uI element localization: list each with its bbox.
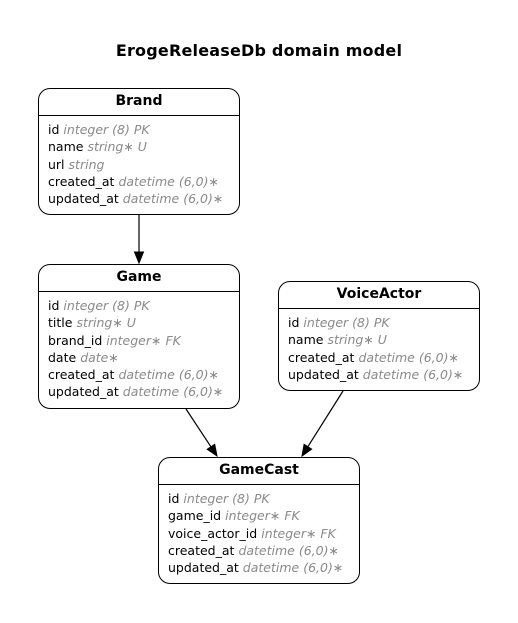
attribute-name: id [48,298,60,313]
attribute-name: id [288,315,300,330]
attribute-type: integer (8) PK [183,491,270,506]
attribute-name: id [48,122,60,137]
attribute-name: brand_id [48,332,103,348]
edge-voice-actor-to-game-cast [307,390,344,448]
attribute-name: updated_at [168,560,239,576]
attribute-type: datetime (6,0)∗ [122,384,224,400]
entity-name: GameCast [159,458,359,485]
attribute-type: integer (8) PK [63,298,150,313]
diagram-title: ErogeReleaseDb domain model [115,41,403,60]
edge-game-to-game-cast [185,408,212,448]
attribute-type: integer (8) PK [63,122,150,137]
attribute-name: created_at [168,542,235,558]
attribute-type: string∗ U [76,315,136,331]
attribute-name: created_at [48,367,115,383]
attribute-type: string∗ U [327,332,387,348]
attribute-type: datetime (6,0)∗ [362,366,464,382]
attribute-name: game_id [168,508,222,524]
attribute-name: name [48,139,84,155]
attribute-name: updated_at [48,384,119,400]
attribute-type: datetime (6,0)∗ [238,542,339,558]
attribute-name: created_at [288,349,355,365]
arrowhead-icon [301,443,313,458]
attribute-type: integer∗ FK [225,508,300,524]
entity-name: Game [39,265,239,292]
attribute-type: date∗ [80,349,119,365]
attribute-type: integer (8) PK [303,315,390,330]
attribute-name: date [48,349,77,365]
attribute-name: updated_at [48,191,119,207]
attribute-name: voice_actor_id [168,525,258,541]
attribute-name: id [168,491,180,506]
attribute-type: datetime (6,0)∗ [242,560,344,576]
attribute-type: datetime (6,0)∗ [118,173,219,189]
attribute-name: title [48,315,73,331]
entity-name: Brand [39,89,239,116]
attribute-name: created_at [48,173,115,189]
arrowhead-icon [206,443,218,458]
attribute-name: name [288,332,324,348]
attribute-type: string [68,156,105,172]
attribute-type: integer∗ FK [261,525,336,541]
attribute-type: datetime (6,0)∗ [122,191,224,207]
attribute-name: updated_at [288,366,359,382]
attribute-name: url [48,156,65,172]
attribute-type: integer∗ FK [106,332,181,348]
attribute-type: datetime (6,0)∗ [358,349,459,365]
arrowhead-icon [133,251,145,265]
attribute-type: datetime (6,0)∗ [118,367,219,383]
entity-name: VoiceActor [279,282,479,309]
attribute-type: string∗ U [87,139,147,155]
